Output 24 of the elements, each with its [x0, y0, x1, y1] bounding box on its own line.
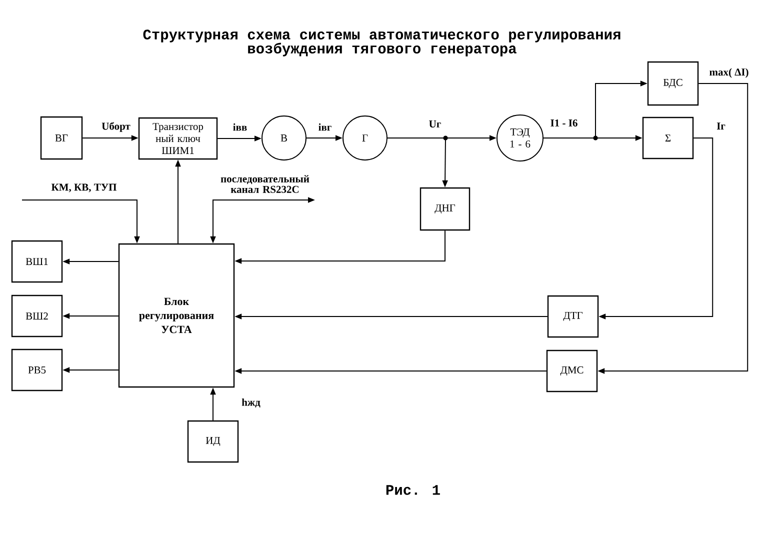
edge-label: iвв: [232, 122, 248, 132]
edge-label: Uг: [428, 120, 442, 128]
process-box: БДС: [647, 61, 699, 106]
process-box: РВ5: [11, 348, 63, 392]
figure-caption: Рис. 1: [386, 485, 440, 495]
edge-label: I1 - I6: [549, 118, 579, 128]
process-box: ВШ2: [11, 294, 63, 338]
process-box: Транзистор ный ключ ШИМ1: [138, 117, 218, 160]
edge-label: hжд: [240, 397, 262, 409]
diagram-title: Структурная схема системы автоматического регулирования возбуждения тягового генератора: [143, 30, 620, 56]
edge-label: Iг: [716, 122, 726, 130]
process-box: ДНГ: [420, 187, 470, 231]
process-box: ДТГ: [547, 295, 599, 338]
process-box: ДМС: [546, 350, 598, 392]
process-box: Блок регулирования УСТА: [118, 243, 235, 388]
edge-label: iвг: [317, 122, 333, 132]
edge-label: Uборт: [100, 121, 132, 133]
process-box: ВГ: [40, 116, 83, 160]
edge-label: последовательный канал RS232C: [214, 174, 316, 194]
process-box: ИД: [187, 420, 239, 463]
process-box: ВШ1: [11, 240, 63, 283]
process-box: Σ: [642, 116, 694, 160]
edge-label: max( ΔI): [708, 67, 750, 79]
edge-label: КМ, КВ, ТУП: [50, 182, 118, 194]
